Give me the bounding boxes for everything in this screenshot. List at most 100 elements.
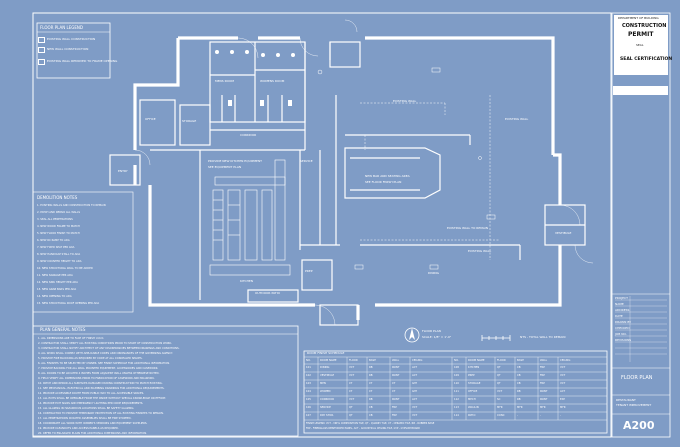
schedule-cell: 102 [306, 374, 311, 377]
keyed-note: 9. NEW COUNTER HEIGHT TO ADA [37, 260, 82, 263]
schedule-cell: PAINT [540, 398, 548, 401]
schedule-cell: GYP [412, 382, 418, 385]
schedule-cell: CORRIDOR [320, 398, 335, 401]
schedule-cell: - [517, 414, 518, 417]
north-scale: SCALE: 1/8" = 1'-0" [422, 335, 452, 339]
keyed-note: 13. NEW GRAB BARS PER ADA [37, 288, 77, 291]
schedule-cell: WOMEN [320, 390, 331, 393]
tb-info-7: REVISIONS [615, 338, 632, 342]
schedule-cell: SC [497, 398, 501, 401]
schedule-cell: RB [369, 374, 373, 377]
general-note: 14. PROVIDE EXIT SIGNS AND EMERGENCY LIG… [38, 402, 144, 405]
schedule-cell: MFR [517, 406, 523, 409]
schedule-cell: RB [517, 390, 521, 393]
keyed-note: 12. NEW SINK HEIGHT PER ADA [37, 281, 78, 284]
room-label: KITCHEN [240, 279, 253, 283]
keyed-notes-frame [32, 191, 134, 313]
keyed-note: 14. NEW OPENING TO ADA [37, 295, 72, 298]
seal-stamp [614, 15, 668, 75]
schedule-header-cell: BASE [369, 359, 376, 362]
schedule-cell: VCT [412, 414, 418, 417]
schedule-cell: CT [349, 390, 353, 393]
schedule-cell: PAINT [540, 390, 548, 393]
schedule-cell: VCT [497, 390, 503, 393]
schedule-cell: 105 [306, 398, 311, 401]
keyed-note: 1. EXISTING WALLS AND CONSTRUCTION TO RE… [37, 204, 106, 207]
schedule-cell: MFR [560, 406, 566, 409]
plan-callout: NEW BAR AND SEATING AREA [365, 174, 410, 178]
schedule-cell: CT [392, 382, 396, 385]
sheet-number: A200 [623, 419, 655, 432]
sheet-title: FLOOR PLAN [621, 375, 653, 381]
schedule-cell: ACT [412, 374, 418, 377]
schedule-cell: QT [497, 382, 501, 385]
schedule-header-cell: CEILING [412, 359, 423, 362]
room-label: ENTRY [118, 169, 128, 173]
room-label: VESTIBULE [555, 231, 572, 235]
schedule-cell: 112 [454, 398, 459, 401]
general-note: 15. ALL GLAZING IN HAZARDOUS LOCATIONS S… [38, 407, 135, 410]
schedule-cell: QT [497, 374, 501, 377]
keyed-note: 10. NEW STRUCTURAL WALL TO BE ADDED [37, 267, 93, 270]
schedule-cell: QT [497, 366, 501, 369]
general-note: 4. ALL WORK SHALL COMPLY WITH APPLICABLE… [38, 352, 173, 355]
schedule-cell: QT [349, 406, 353, 409]
keyed-note: 3. SEAL ALL PENETRATIONS [37, 218, 73, 221]
stamp-line-1: DEPARTMENT OF BUILDING [618, 16, 659, 20]
schedule-cell: MEN [320, 382, 326, 385]
schedule-header-cell: WALL [540, 359, 548, 362]
schedule-cell: 103 [306, 382, 311, 385]
general-note: 20. REFER TO ENLARGED PLANS FOR ADDITION… [38, 432, 148, 435]
scale-note: NTS - TOTAL WALL TO REMAIN [520, 335, 566, 339]
room-label: EXISTING WALL [393, 99, 417, 103]
schedule-cell: OFFICE [468, 390, 478, 393]
room-label: EXISTING WALL [468, 249, 492, 253]
room-label: SERVICE [300, 159, 313, 163]
schedule-cell: CT [392, 390, 396, 393]
schedule-header-cell: ROOM NAME [468, 359, 485, 362]
general-note: 5. PROVIDE FIRE BLOCKING AS REQUIRED BY … [38, 357, 143, 360]
room-label: STORAGE [182, 119, 197, 123]
general-note: 7. PROVIDE BACKING FOR ALL WALL MOUNTED … [38, 367, 159, 370]
general-note: 12. PROVIDE ACCESSIBLE ROUTE FROM PUBLIC… [38, 392, 145, 395]
schedule-cell: ACT [560, 390, 566, 393]
keyed-note: 7. NEW FIXED SEAT PER ADA [37, 246, 75, 249]
schedule-cell: FRP [540, 382, 545, 385]
general-note: 3. CONTRACTOR SHALL NOTIFY ARCHITECT OF … [38, 347, 180, 350]
schedule-cell: PATIO [468, 414, 476, 417]
plan-callout: SEE FLOOR FINISH PLAN [365, 180, 402, 184]
north-label: FLOOR PLAN [422, 329, 441, 333]
schedule-header-cell: WALL [392, 359, 400, 362]
title-block-white-bar [613, 86, 668, 95]
schedule-cell: WALK-IN [468, 406, 479, 409]
general-note: 6. ALL FINISHES TO BE SELECTED BY OWNER.… [38, 362, 171, 365]
general-note: 8. ALL DOORS TO BE LOCATED 4 INCHES FROM… [38, 372, 160, 375]
schedule-cell: VCT [349, 366, 355, 369]
room-label: EXISTING WALL [505, 117, 529, 121]
room-tags [317, 67, 496, 270]
legend-box [36, 22, 111, 79]
schedule-cell: CB [517, 374, 521, 377]
tb-info-3: DATE [615, 314, 623, 318]
exterior-walls [133, 36, 562, 320]
general-note: 2. CONTRACTOR SHALL VERIFY ALL EXISTING … [38, 342, 172, 345]
keyed-note: 11. NEW SIGNAGE PER ADA [37, 274, 73, 277]
schedule-header-cell: NO. [306, 359, 311, 362]
schedule-cell: KITCHEN [468, 366, 480, 369]
schedule-cell: RB [369, 398, 373, 401]
keyed-notes-title: DEMOLITION NOTES [37, 195, 78, 200]
schedule-table [303, 350, 608, 434]
legend-item: NEW WALL CONSTRUCTION [38, 46, 128, 53]
plan-callout: PROVIDE NEW KITCHEN EQUIPMENT [208, 159, 263, 163]
plan-callout: EXISTING WALL TO REMAIN [447, 226, 489, 230]
stamp-line-2: CONSTRUCTION [622, 23, 667, 29]
schedule-footnote: FRP - FIBERGLASS REINFORCED PANEL, ACT -… [306, 427, 420, 430]
plan-callout: SEE EQUIPMENT PLAN [208, 165, 242, 169]
schedule-cell: 113 [454, 406, 459, 409]
project-line-2: TENANT IMPROVEMENT [616, 403, 652, 407]
schedule-header-cell: NO. [454, 359, 459, 362]
schedule-cell: RB [517, 398, 521, 401]
schedule-cell: VCT [560, 366, 566, 369]
tb-info-6: JOB NO. [615, 332, 627, 336]
